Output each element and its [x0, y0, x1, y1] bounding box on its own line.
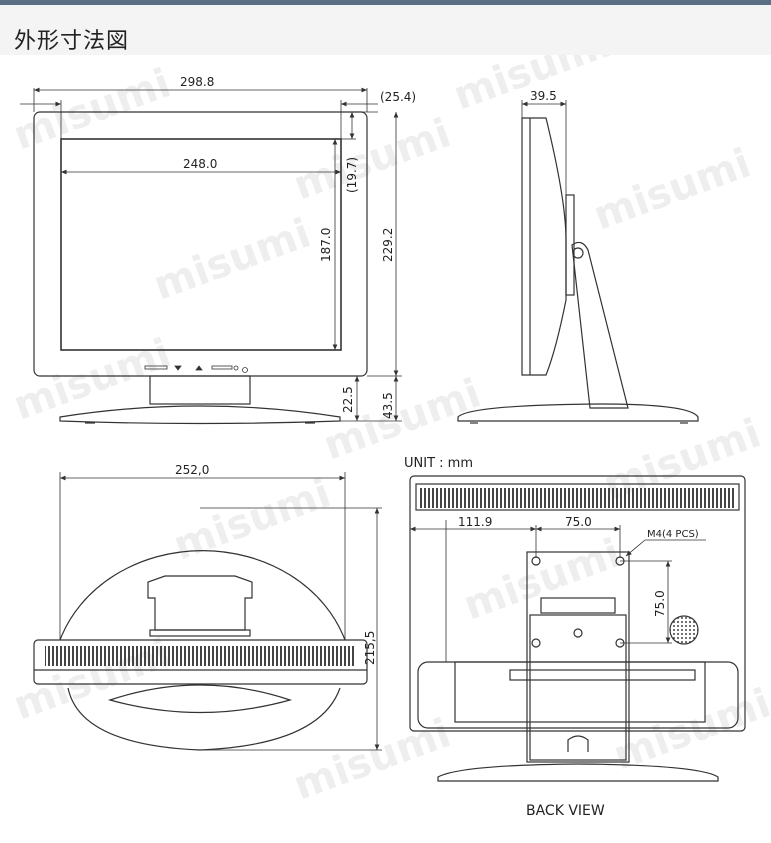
front-dimensions	[20, 87, 402, 422]
watermark-text: misumi	[288, 710, 457, 809]
dim-base-depth: 215,5	[363, 631, 377, 665]
front-screen	[60, 138, 342, 351]
dim-base-width: 252,0	[175, 463, 209, 477]
dim-depth: 39.5	[530, 89, 557, 103]
watermark-text: misumi	[608, 680, 771, 779]
dim-bezel-offset: (25.4)	[380, 90, 416, 104]
top-dimensions	[59, 472, 382, 751]
dim-overall-width: 298.8	[180, 75, 214, 89]
dim-vesa-x: 75.0	[565, 515, 592, 529]
top-bezel	[33, 639, 368, 685]
watermark-text: misumi	[8, 630, 177, 729]
dim-stand-height: 43.5	[381, 392, 395, 419]
side-base	[457, 403, 699, 422]
watermark-text: misumi	[8, 60, 177, 159]
dim-screen-top-offset: (19.7)	[345, 157, 359, 193]
front-neck	[149, 375, 251, 405]
dim-screen-width: 248.0	[183, 157, 217, 171]
dim-vesa-y: 75.0	[653, 590, 667, 617]
top-base-disc	[59, 550, 346, 641]
section-title: 外形寸法図	[14, 29, 130, 54]
screw-spec-label: M4(4 PCS)	[647, 529, 699, 540]
watermark-text: misumi	[588, 140, 757, 239]
front-bezel	[33, 111, 368, 377]
side-stand-arm	[571, 241, 629, 409]
watermark-text: misumi	[8, 330, 177, 429]
back-vents	[418, 488, 736, 508]
watermark-text: misumi	[288, 110, 457, 209]
section-header: 外形寸法図	[0, 5, 771, 55]
units-label: UNIT : mm	[404, 456, 473, 471]
back-view	[409, 475, 746, 782]
dim-overall-height: 229.2	[381, 228, 395, 262]
top-view	[33, 550, 368, 751]
side-panel	[521, 117, 567, 376]
watermark-text: misumi	[168, 470, 337, 569]
front-dimension-labels: 298.8 (25.4) 248.0 (19.7) 187.0 229.2 22…	[180, 75, 416, 419]
watermark-text: misumi	[448, 55, 617, 119]
dim-base-height: 22.5	[341, 386, 355, 413]
watermark-text: misumi	[148, 210, 317, 309]
back-dimensions	[410, 520, 706, 662]
dim-screen-height: 187.0	[319, 228, 333, 262]
front-control-buttons	[144, 365, 248, 373]
back-stand-plate	[526, 551, 630, 763]
front-base	[59, 405, 341, 425]
side-hinge-block	[565, 194, 575, 296]
back-housing	[409, 475, 746, 732]
top-accent-bar	[0, 0, 771, 5]
dimension-drawing: misumi misumi misumi misumi misumi misum…	[0, 20, 771, 839]
side-view	[457, 117, 699, 424]
back-view-caption: BACK VIEW	[526, 803, 605, 819]
dim-offset-x: 111.9	[458, 515, 492, 529]
watermark-text: misumi	[318, 370, 487, 469]
side-dimensions	[521, 100, 567, 195]
top-stand-bracket	[147, 575, 253, 631]
back-speaker-grille	[669, 615, 699, 645]
top-vents	[45, 646, 355, 666]
back-base	[437, 763, 719, 782]
